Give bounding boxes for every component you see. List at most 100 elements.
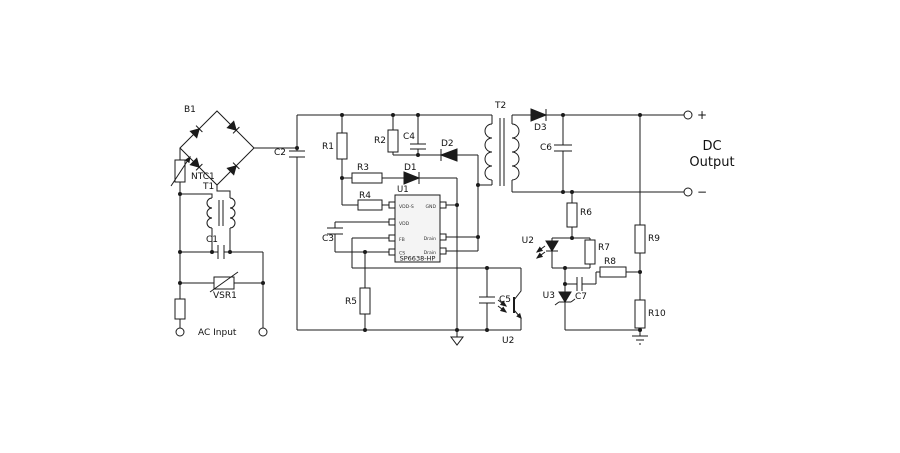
secondary-ground-symbol bbox=[632, 335, 648, 345]
shunt-regulator-u3-bar bbox=[554, 298, 576, 306]
r6-label: R6 bbox=[580, 208, 592, 218]
ntc-thermistor-body bbox=[174, 159, 186, 183]
bridge-rectifier-b1: B1 bbox=[179, 105, 297, 186]
c6-label: C6 bbox=[540, 143, 552, 153]
ic-pin bbox=[439, 201, 447, 209]
bridge-diode bbox=[189, 157, 203, 171]
varistor-strike bbox=[209, 271, 239, 293]
t2-core bbox=[499, 118, 505, 186]
wire bbox=[351, 237, 521, 269]
ic-pin bbox=[439, 247, 447, 255]
dc-output-terminal-negative bbox=[683, 187, 693, 197]
r1-label: R1 bbox=[322, 142, 334, 152]
u3-label: U3 bbox=[543, 291, 555, 301]
u2-transistor-label: U2 bbox=[502, 336, 514, 346]
wire bbox=[327, 221, 389, 253]
ac-terminal-left bbox=[175, 327, 185, 337]
c2-label: C2 bbox=[274, 148, 286, 158]
ntc-arrow-head bbox=[184, 155, 191, 164]
emi-filter-section: T1 C1 VSR1 bbox=[180, 182, 263, 301]
clamp-network: R2 C4 D2 bbox=[374, 115, 492, 251]
ntc1-label: NTC1 bbox=[191, 172, 215, 182]
resistor-r6-body bbox=[566, 202, 578, 228]
r9-label: R9 bbox=[648, 234, 660, 244]
wire bbox=[513, 268, 522, 330]
light-arrow-head bbox=[499, 300, 508, 307]
u1-pin-label: VDD-S bbox=[399, 204, 414, 210]
junction-dots bbox=[178, 113, 642, 332]
r2-label: R2 bbox=[374, 136, 386, 146]
wire bbox=[491, 115, 513, 192]
resistor-r1-body bbox=[336, 132, 348, 160]
resistor-r3-body bbox=[351, 172, 383, 184]
u1-part-label: SP6638-HP bbox=[400, 255, 436, 263]
wire bbox=[477, 155, 492, 251]
dc-output-label-line1: DC bbox=[702, 139, 721, 154]
wire bbox=[552, 238, 591, 269]
wire bbox=[479, 268, 495, 330]
c1-label: C1 bbox=[206, 235, 218, 245]
opto-transistor-u2: C5 U2 bbox=[479, 268, 522, 346]
t1-core bbox=[218, 200, 224, 226]
feedback-network: R6 U2 R7 R8 C7 U3 R9 R10 bbox=[522, 115, 666, 345]
ntc-arrow bbox=[170, 156, 191, 187]
ic-body bbox=[394, 194, 441, 263]
wire bbox=[565, 271, 640, 291]
diode-d3 bbox=[530, 108, 548, 122]
transformer-t2: T2 bbox=[484, 101, 520, 192]
wire bbox=[564, 268, 640, 331]
resistor-r2-body bbox=[387, 129, 399, 153]
t2-label: T2 bbox=[494, 101, 506, 111]
diode-d2 bbox=[439, 148, 458, 162]
u1-pin-label: VDD bbox=[399, 221, 410, 227]
bridge-diode bbox=[226, 120, 240, 134]
diode-d1 bbox=[403, 171, 421, 185]
wire bbox=[554, 115, 572, 192]
plus-label: + bbox=[697, 108, 707, 122]
wire bbox=[180, 245, 263, 259]
t2-secondary-winding bbox=[511, 123, 520, 181]
r3-label: R3 bbox=[357, 163, 369, 173]
d2-label: D2 bbox=[441, 139, 454, 149]
resistor-r7-body bbox=[584, 239, 596, 265]
resistor-r10-body bbox=[634, 299, 646, 329]
ac-input-section: AC Input NTC1 bbox=[170, 148, 268, 338]
u1-pin-label: FB bbox=[399, 237, 405, 243]
r10-label: R10 bbox=[648, 309, 666, 319]
r4-label: R4 bbox=[359, 191, 371, 201]
opto-led bbox=[545, 240, 559, 252]
primary-rails: C2 bbox=[274, 114, 521, 331]
wire bbox=[180, 185, 231, 252]
r8-label: R8 bbox=[604, 257, 616, 267]
wire bbox=[410, 115, 426, 155]
resistor-r5-body bbox=[359, 287, 371, 315]
u1-pin-label: CS bbox=[399, 251, 405, 257]
vsr1-label: VSR1 bbox=[213, 291, 237, 301]
u1-pin-label: GND bbox=[425, 204, 436, 210]
bridge-diode bbox=[226, 162, 240, 176]
light-arrow-head bbox=[535, 252, 544, 259]
u1-pin-label: Drain bbox=[424, 236, 437, 242]
c4-label: C4 bbox=[403, 132, 415, 142]
r5-label: R5 bbox=[345, 297, 357, 307]
u2-led-label: U2 bbox=[522, 236, 534, 246]
emitter-arrow-head bbox=[516, 312, 522, 319]
fuse bbox=[174, 298, 186, 320]
ic-u1: U1 SP6638-HP VDD-S VDD FB CS GND Drain D… bbox=[388, 185, 478, 263]
ic-pin bbox=[388, 234, 396, 242]
d1-label: D1 bbox=[404, 163, 417, 173]
dc-output-label-line2: Output bbox=[689, 155, 734, 170]
dc-output-terminal-positive bbox=[683, 110, 693, 120]
resistor-r9-body bbox=[634, 224, 646, 254]
controller-bias-network: R1 R3 D1 R4 C3 R5 bbox=[322, 115, 521, 346]
resistor-r4-body bbox=[357, 199, 383, 211]
light-arrow-head bbox=[499, 306, 508, 313]
u1-label: U1 bbox=[397, 185, 409, 195]
ic-pin bbox=[439, 233, 447, 241]
ac-input-label: AC Input bbox=[198, 328, 237, 338]
c7-label: C7 bbox=[575, 292, 587, 302]
bridge-diode bbox=[189, 125, 203, 139]
u1-pin-label: Drain bbox=[424, 250, 437, 256]
c5-label: C5 bbox=[499, 295, 511, 305]
